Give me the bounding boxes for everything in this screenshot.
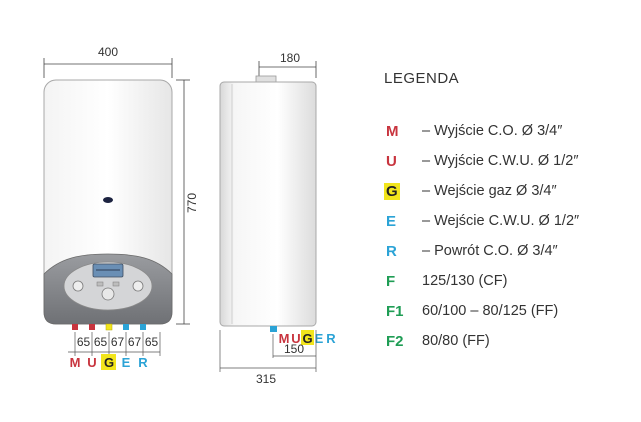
- legend-key: F: [384, 273, 422, 290]
- side-connector-stub: [270, 326, 277, 332]
- legend-description: – Wejście C.W.U. Ø 1/2″: [422, 213, 580, 229]
- front-connector-g: G: [104, 355, 114, 370]
- legend-key-label: U: [386, 152, 397, 170]
- legend-key: M: [384, 123, 422, 140]
- right-knob: [132, 280, 144, 292]
- legend-key: G: [384, 182, 422, 200]
- legend-item: F 125/130 (CF): [384, 266, 634, 296]
- front-connector-u: U: [87, 355, 96, 370]
- center-button: [101, 287, 115, 301]
- legend-description: – Wyjście C.W.U. Ø 1/2″: [422, 153, 579, 169]
- spacing-label-2: 65: [94, 335, 108, 349]
- legend-description: – Powrót C.O. Ø 3/4″: [422, 243, 558, 259]
- front-connector-e: E: [122, 355, 131, 370]
- legend: LEGENDA M – Wyjście C.O. Ø 3/4″ U – Wyjście…: [384, 70, 634, 356]
- legend-description: 80/80 (FF): [422, 333, 490, 349]
- legend-key-label: R: [386, 242, 397, 260]
- side-view: 180 M U G E R 150 315: [219, 51, 336, 386]
- front-view: 400 770: [43, 45, 199, 370]
- legend-key: U: [384, 153, 422, 170]
- legend-item: U – Wyjście C.W.U. Ø 1/2″: [384, 146, 634, 176]
- side-body: [219, 81, 317, 327]
- side-connector-u: U: [291, 331, 300, 346]
- side-depth-label: 315: [256, 372, 276, 386]
- side-connector-m: M: [279, 331, 290, 346]
- side-connector-e: E: [315, 331, 324, 346]
- legend-description: 125/130 (CF): [422, 273, 508, 289]
- legend-item: F1 60/100 – 80/125 (FF): [384, 296, 634, 326]
- legend-key: F2: [384, 333, 422, 350]
- spacing-label-1: 65: [77, 335, 91, 349]
- spacing-label-5: 65: [145, 335, 159, 349]
- legend-key: E: [384, 213, 422, 230]
- legend-key-label: G: [384, 182, 400, 200]
- legend-description: 60/100 – 80/125 (FF): [422, 303, 559, 319]
- legend-item: F2 80/80 (FF): [384, 326, 634, 356]
- front-connector-stubs: [72, 323, 146, 331]
- spacing-label-4: 67: [128, 335, 142, 349]
- front-connector-r: R: [138, 355, 148, 370]
- legend-key-label: F: [386, 272, 396, 290]
- brand-logo: [103, 197, 113, 203]
- legend-key: F1: [384, 303, 422, 320]
- control-oval: [63, 261, 153, 311]
- legend-key-label: F1: [386, 302, 404, 320]
- legend-title: LEGENDA: [384, 70, 460, 87]
- height-label: 770: [185, 193, 199, 213]
- side-connector-r: R: [326, 331, 336, 346]
- legend-item: R – Powrót C.O. Ø 3/4″: [384, 236, 634, 266]
- legend-description: – Wyjście C.O. Ø 3/4″: [422, 123, 563, 139]
- legend-item: M – Wyjście C.O. Ø 3/4″: [384, 116, 634, 146]
- side-top-label: 180: [280, 51, 300, 65]
- left-knob: [72, 280, 84, 292]
- legend-key-label: F2: [386, 332, 404, 350]
- front-width-label: 400: [98, 45, 118, 59]
- spacing-label-3: 67: [111, 335, 125, 349]
- legend-key-label: M: [386, 122, 399, 140]
- legend-item: G – Wejście gaz Ø 3/4″: [384, 176, 634, 206]
- side-connector-g: G: [302, 331, 312, 346]
- front-connector-m: M: [70, 355, 81, 370]
- legend-key-label: E: [386, 212, 397, 230]
- legend-rows: M – Wyjście C.O. Ø 3/4″ U – Wyjście C.W.U. …: [384, 116, 634, 356]
- side-bottom-label: 150: [284, 342, 304, 356]
- legend-item: E – Wejście C.W.U. Ø 1/2″: [384, 206, 634, 236]
- legend-description: – Wejście gaz Ø 3/4″: [422, 183, 557, 199]
- legend-key: R: [384, 243, 422, 260]
